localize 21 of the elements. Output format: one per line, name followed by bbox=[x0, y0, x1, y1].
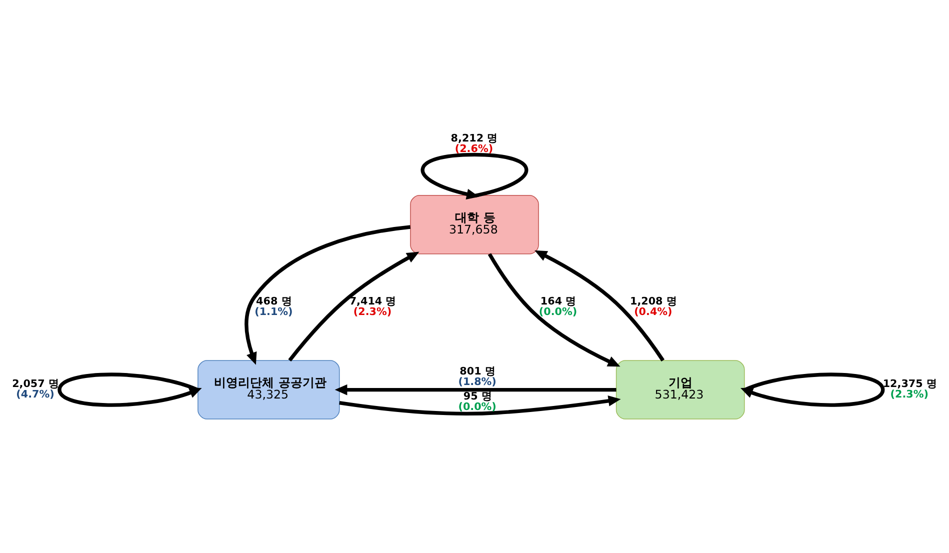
arrow bbox=[488, 253, 620, 367]
edge-label: 95 명 (0.0%) bbox=[458, 390, 496, 413]
node-box: 비영리단체 공공기관 43,325 bbox=[198, 360, 340, 420]
arrow bbox=[288, 252, 420, 362]
edge-label: 468 명 (1.1%) bbox=[254, 295, 293, 318]
arrow bbox=[244, 225, 410, 365]
edge-label: 8,212 명 (2.6%) bbox=[450, 132, 498, 155]
arrow bbox=[334, 384, 616, 396]
edge-label: 12,375 명 (2.3%) bbox=[882, 378, 936, 400]
arrow bbox=[339, 396, 621, 416]
edge-label: 164 명 (0.0%) bbox=[538, 295, 578, 318]
arrow bbox=[740, 372, 885, 407]
edge-label: 7,414 명 (2.3%) bbox=[349, 295, 396, 318]
edge-label: 1,208 명 (0.4%) bbox=[630, 295, 676, 318]
arrow bbox=[534, 250, 664, 362]
arrow bbox=[58, 372, 202, 407]
node-box: 대학 등 317,658 bbox=[410, 195, 539, 254]
edge-label: 801 명 (1.8%) bbox=[458, 365, 496, 388]
edge-label: 2,057 명 (4.7%) bbox=[12, 378, 58, 400]
arrow bbox=[420, 152, 528, 200]
node-box: 기업 531,423 bbox=[616, 360, 745, 420]
